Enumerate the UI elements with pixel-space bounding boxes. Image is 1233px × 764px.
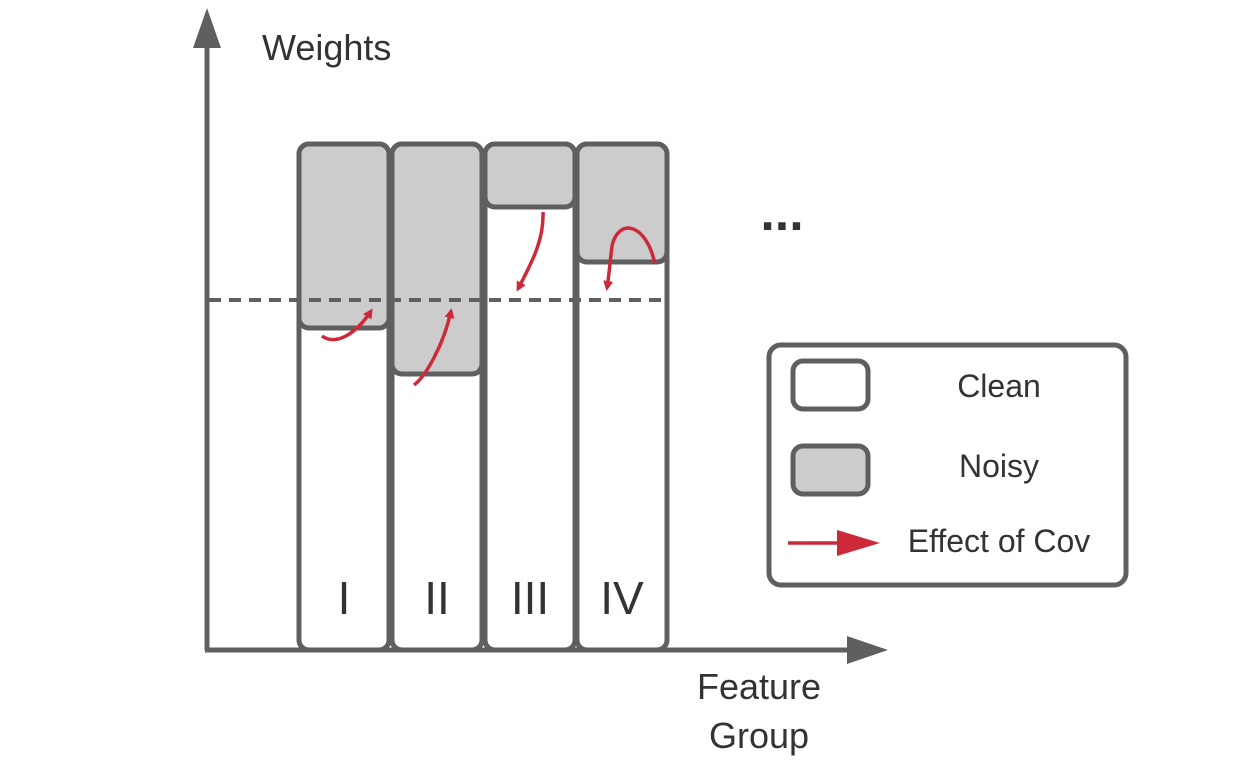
cov-effect-arrows (320, 211, 657, 387)
group-iii-label: III (511, 572, 549, 624)
legend-clean-swatch (790, 358, 871, 412)
y-axis-arrowhead-icon (193, 8, 221, 48)
ellipsis-more-groups: ... (760, 184, 803, 242)
group-iv-noisy-segment (574, 141, 670, 265)
group-ii-arrow-up-icon (412, 308, 455, 387)
legend-clean-label: Clean (957, 368, 1041, 404)
group-iii-noisy-segment (482, 141, 578, 210)
legend-noisy-label: Noisy (959, 448, 1039, 484)
group-ii-noisy-segment (389, 141, 485, 377)
group-iv: IV (574, 141, 670, 653)
legend-effect-label: Effect of Cov (908, 523, 1091, 559)
legend-noisy-swatch (790, 443, 871, 497)
y-axis-label: Weights (262, 27, 391, 68)
group-iv-label: IV (600, 572, 644, 624)
x-axis-label-line1: Feature (697, 666, 821, 707)
x-axis-label-line2: Group (709, 715, 809, 756)
group-ii-label: II (424, 572, 450, 624)
legend: Clean Noisy Effect of Cov (766, 342, 1129, 588)
group-ii: II (389, 141, 485, 653)
group-i-noisy-segment (296, 141, 392, 331)
legend-effect-arrow-icon (837, 530, 880, 556)
group-i-arrow-up-icon (320, 308, 373, 342)
group-iii: III (482, 141, 578, 653)
group-i-label: I (338, 572, 351, 624)
x-axis-arrowhead-icon (847, 636, 888, 664)
group-i: I (296, 141, 392, 653)
group-iv-arrow-curl-icon (603, 226, 657, 291)
group-iii-arrow-down-icon (516, 211, 545, 292)
